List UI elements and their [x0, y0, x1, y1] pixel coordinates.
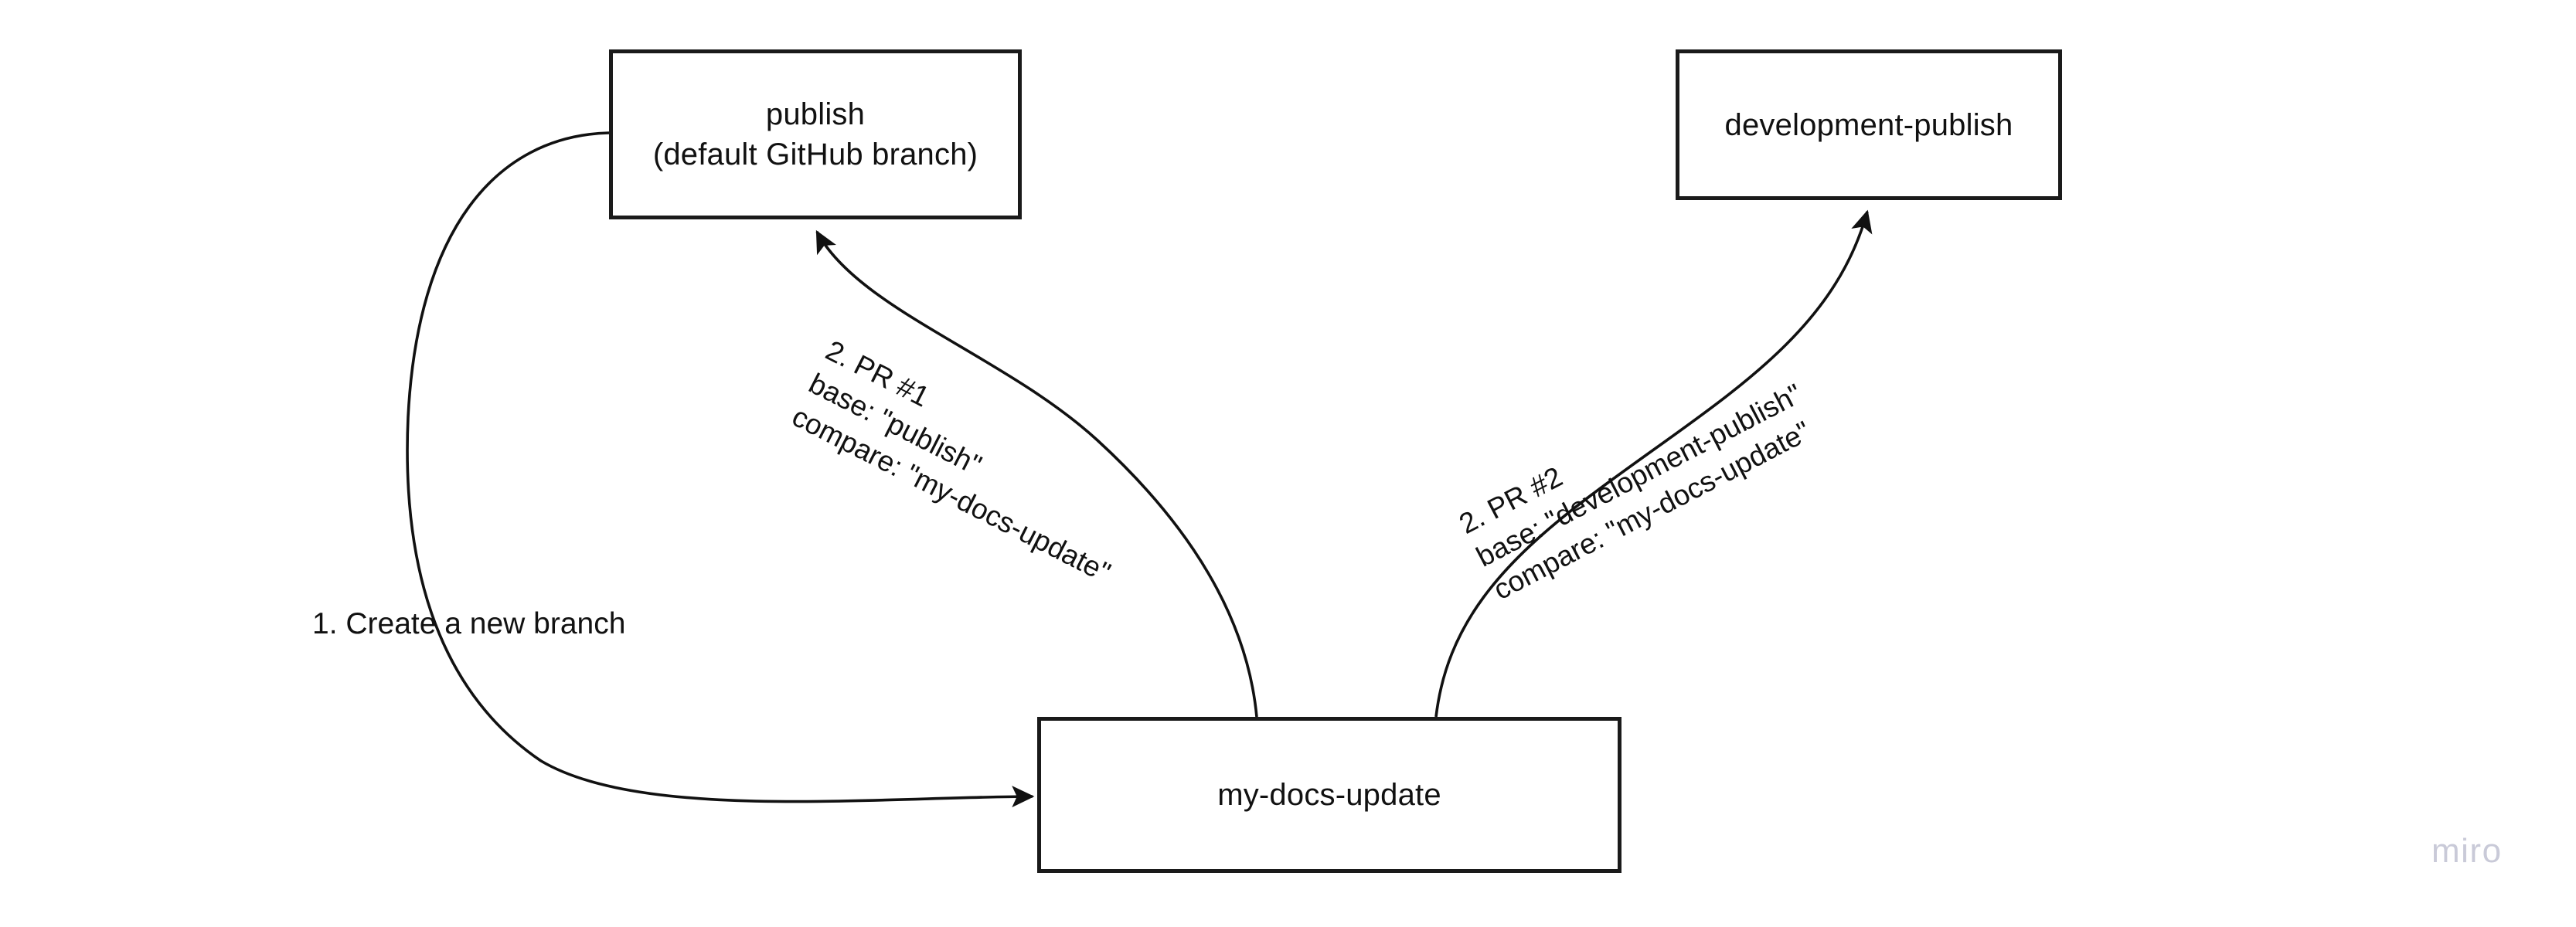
- edge-label-create-branch[interactable]: 1. Create a new branch: [312, 607, 626, 640]
- edge-label-pr1[interactable]: 2. PR #1 base: "publish" compare: "my-do…: [787, 334, 1116, 589]
- edge-label-pr2[interactable]: 2. PR #2 base: "development-publish" com…: [1454, 377, 1816, 606]
- node-development-publish[interactable]: development-publish: [1676, 49, 2062, 200]
- node-publish[interactable]: publish (default GitHub branch): [609, 49, 1022, 219]
- miro-watermark: miro: [2431, 832, 2503, 870]
- node-my-docs-update[interactable]: my-docs-update: [1037, 717, 1621, 873]
